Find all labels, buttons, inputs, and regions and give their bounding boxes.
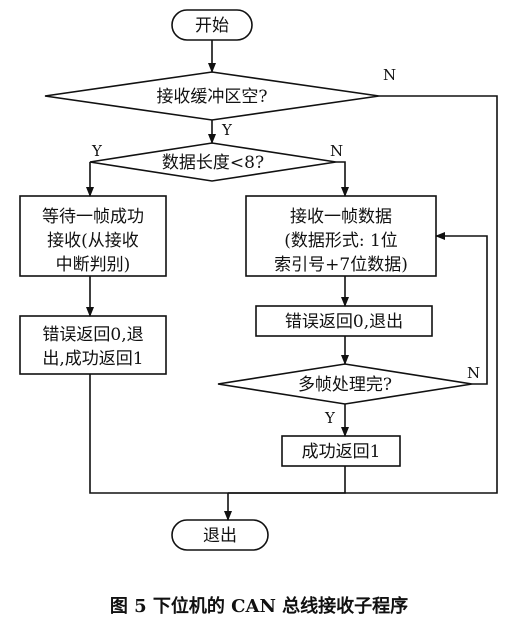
length-no-marker: N: [330, 142, 343, 160]
buffer-yes-marker: Y: [221, 121, 233, 139]
length-yes-marker: Y: [91, 142, 103, 160]
box-success-label: 成功返回1: [302, 442, 381, 462]
multi-yes-marker: Y: [324, 409, 336, 427]
box-receive-line-2: (数据形式: 1位: [284, 231, 398, 251]
box-wait-line-1: 等待一帧成功: [42, 207, 144, 227]
multi-no-marker: N: [467, 364, 480, 382]
edge-error-left-to-merge: [89, 374, 228, 494]
edge-length-no: [336, 161, 349, 197]
box-error-right-label: 错误返回0,退出: [285, 312, 403, 332]
edge-buffer-no: [228, 95, 498, 494]
edge-multi-no-loop: [435, 232, 488, 385]
box-wait-line-3: 中断判别): [56, 255, 131, 275]
decision-multi-label: 多帧处理完?: [298, 375, 392, 395]
decision-length-label: 数据长度<8?: [162, 153, 264, 173]
box-receive-line-1: 接收一帧数据: [290, 207, 392, 227]
box-wait-line-2: 接收(从接收: [47, 231, 139, 251]
start-label: 开始: [195, 16, 229, 36]
box-receive-line-3: 索引号+7位数据): [274, 255, 408, 275]
box-error-left-line-1: 错误返回0,退: [42, 325, 143, 345]
end-label: 退出: [203, 526, 237, 546]
buffer-no-marker: N: [383, 66, 396, 84]
box-error-left-line-2: 出,成功返回1: [42, 349, 143, 369]
edge-success-to-merge: [228, 466, 346, 494]
decision-buffer-empty-label: 接收缓冲区空?: [156, 87, 267, 107]
figure-caption: 图 5 下位机的 CAN 总线接收子程序: [110, 595, 408, 617]
end-terminal: [171, 519, 269, 551]
